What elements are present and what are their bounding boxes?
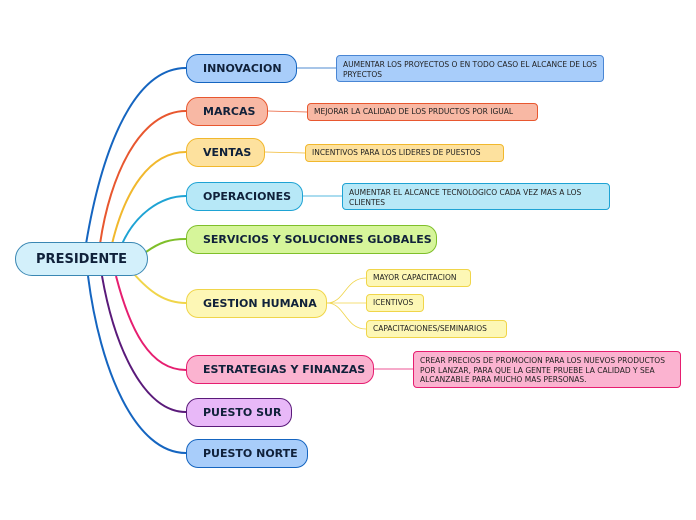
note-ventas[interactable]: INCENTIVOS PARA LOS LIDERES DE PUESTOS xyxy=(305,144,504,162)
branch-ventas[interactable]: VENTAS xyxy=(186,138,265,167)
note-link-gestion-1 xyxy=(326,277,367,304)
note-marcas[interactable]: MEJORAR LA CALIDAD DE LOS PRDUCTOS POR I… xyxy=(307,103,538,121)
link-innovacion xyxy=(85,67,187,245)
branch-gestion-humana[interactable]: GESTION HUMANA xyxy=(186,289,327,318)
link-gestion xyxy=(133,273,187,304)
link-marcas xyxy=(99,110,187,245)
branch-marcas[interactable]: MARCAS xyxy=(186,97,268,126)
branch-operaciones[interactable]: OPERACIONES xyxy=(186,182,303,211)
note-link-marcas xyxy=(267,110,308,113)
link-sur xyxy=(101,275,187,413)
link-estrategias xyxy=(115,275,187,371)
note-mayor-capacitacion[interactable]: MAYOR CAPACITACION xyxy=(366,269,471,287)
note-link-ventas xyxy=(264,151,306,154)
branch-puesto-sur[interactable]: PUESTO SUR xyxy=(186,398,292,427)
note-icentivos[interactable]: ICENTIVOS xyxy=(366,294,424,312)
branch-servicios-y-soluciones-globales[interactable]: SERVICIOS Y SOLUCIONES GLOBALES xyxy=(186,225,437,254)
central-topic-presidente[interactable]: PRESIDENTE xyxy=(15,242,148,276)
link-servicios xyxy=(145,238,187,253)
link-norte xyxy=(87,275,187,454)
link-ventas xyxy=(111,151,187,245)
note-innovacion[interactable]: AUMENTAR LOS PROYECTOS O EN TODO CASO EL… xyxy=(336,55,604,82)
link-operaciones xyxy=(121,195,187,245)
note-link-gestion-3 xyxy=(326,302,367,330)
note-operaciones[interactable]: AUMENTAR EL ALCANCE TECNOLOGICO CADA VEZ… xyxy=(342,183,610,210)
branch-innovacion[interactable]: INNOVACION xyxy=(186,54,297,83)
branch-estrategias-y-finanzas[interactable]: ESTRATEGIAS Y FINANZAS xyxy=(186,355,374,384)
branch-puesto-norte[interactable]: PUESTO NORTE xyxy=(186,439,308,468)
note-capacitaciones-seminarios[interactable]: CAPACITACIONES/SEMINARIOS xyxy=(366,320,507,338)
note-estrategias[interactable]: CREAR PRECIOS DE PROMOCION PARA LOS NUEV… xyxy=(413,351,681,388)
